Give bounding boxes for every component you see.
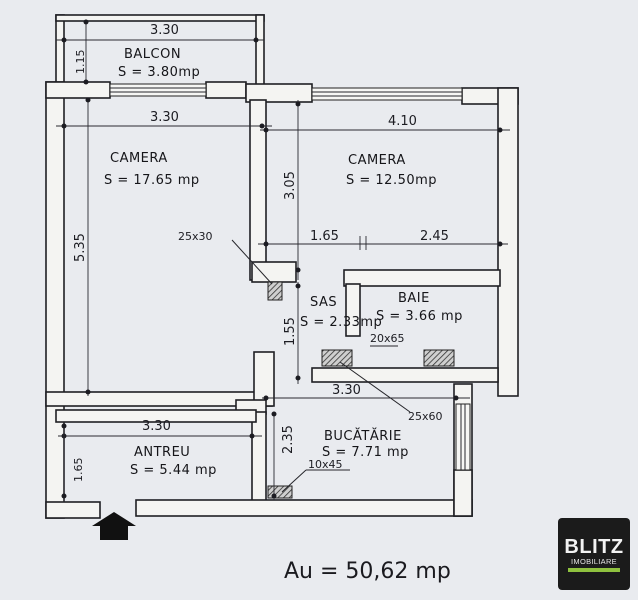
balcony-wall-right — [255, 14, 265, 88]
room-labels: BALCON S = 3.80mp CAMERA S = 17.65 mp CA… — [104, 47, 463, 478]
baie-width-label: 2.45 — [420, 229, 449, 244]
balcon-area: S = 3.80mp — [118, 65, 200, 80]
column-label-20x65: 20x65 — [370, 332, 405, 345]
column-labels: 25x30 20x65 25x60 10x45 — [178, 230, 443, 471]
sas-depth-label: 1.55 — [283, 317, 298, 346]
balcon-width-label: 3.30 — [150, 23, 179, 38]
camera1-area: S = 17.65 mp — [104, 173, 200, 188]
camera2-name: CAMERA — [348, 153, 406, 168]
windows — [109, 83, 471, 471]
total-area: Au = 50,62 mp — [284, 559, 451, 584]
column-20x65-left — [321, 349, 353, 367]
balcon-name: BALCON — [124, 47, 181, 62]
baie-left-wall — [345, 283, 361, 337]
logo-tagline: IMOBILIARE — [571, 556, 617, 566]
camera2-depth-label: 3.05 — [283, 171, 298, 200]
column-label-25x30: 25x30 — [178, 230, 213, 243]
balcony-wall-left — [55, 14, 65, 86]
camera2-width-label: 4.10 — [388, 114, 417, 129]
partition-sas-left — [251, 261, 297, 283]
camera1-top-wall — [45, 81, 111, 99]
antreu-depth-label: 1.65 — [72, 458, 85, 483]
kitchen-right-stub — [453, 469, 473, 517]
kitchen-window — [455, 403, 471, 471]
antreu-kitchen-partition — [251, 411, 267, 505]
bucatarie-width-label: 3.30 — [332, 383, 361, 398]
walls — [45, 14, 519, 519]
left-exterior-wall — [45, 81, 65, 519]
bucatarie-name: BUCĂTĂRIE — [324, 428, 402, 444]
logo-accent-bar — [568, 567, 620, 572]
bottom-wall-right — [135, 499, 473, 517]
camera2-bottom-wall — [343, 269, 501, 287]
antreu-top-wall — [55, 409, 257, 423]
camera2-window — [311, 87, 463, 101]
balcon-depth-label: 1.15 — [74, 50, 87, 75]
antreu-area: S = 5.44 mp — [130, 463, 217, 478]
column-25x30 — [267, 281, 283, 301]
dimension-lines — [56, 19, 510, 502]
entrance-arrow-icon — [92, 512, 136, 540]
camera1-window — [109, 83, 207, 97]
column-label-10x45: 10x45 — [308, 458, 343, 471]
bucatarie-area: S = 7.71 mp — [322, 445, 409, 460]
antreu-name: ANTREU — [134, 445, 190, 460]
bucatarie-depth-label: 2.35 — [281, 425, 296, 454]
camera1-name: CAMERA — [110, 151, 168, 166]
baie-bottom-wall — [311, 367, 499, 383]
camera1-depth-label: 5.35 — [73, 233, 88, 262]
sas-area: S = 2.33mp — [300, 315, 382, 330]
camera1-top-wall-right — [205, 81, 247, 99]
blitz-logo: BLITZ IMOBILIARE — [558, 518, 630, 590]
column-label-25x60: 25x60 — [408, 410, 443, 423]
column-20x65-right — [423, 349, 455, 367]
logo-name: BLITZ — [564, 535, 624, 558]
camera1-width-label: 3.30 — [150, 110, 179, 125]
dimension-labels: 3.30 1.15 3.30 4.10 5.35 3.05 1.65 2.45 … — [72, 23, 449, 482]
antreu-bottom-wall-left — [45, 501, 101, 519]
sas-name: SAS — [310, 295, 337, 310]
camera2-area: S = 12.50mp — [346, 173, 437, 188]
baie-name: BAIE — [398, 291, 430, 306]
antreu-width-label: 3.30 — [142, 419, 171, 434]
sas-width-label: 1.65 — [310, 229, 339, 244]
baie-area: S = 3.66 mp — [376, 309, 463, 324]
right-exterior-wall — [497, 87, 519, 397]
